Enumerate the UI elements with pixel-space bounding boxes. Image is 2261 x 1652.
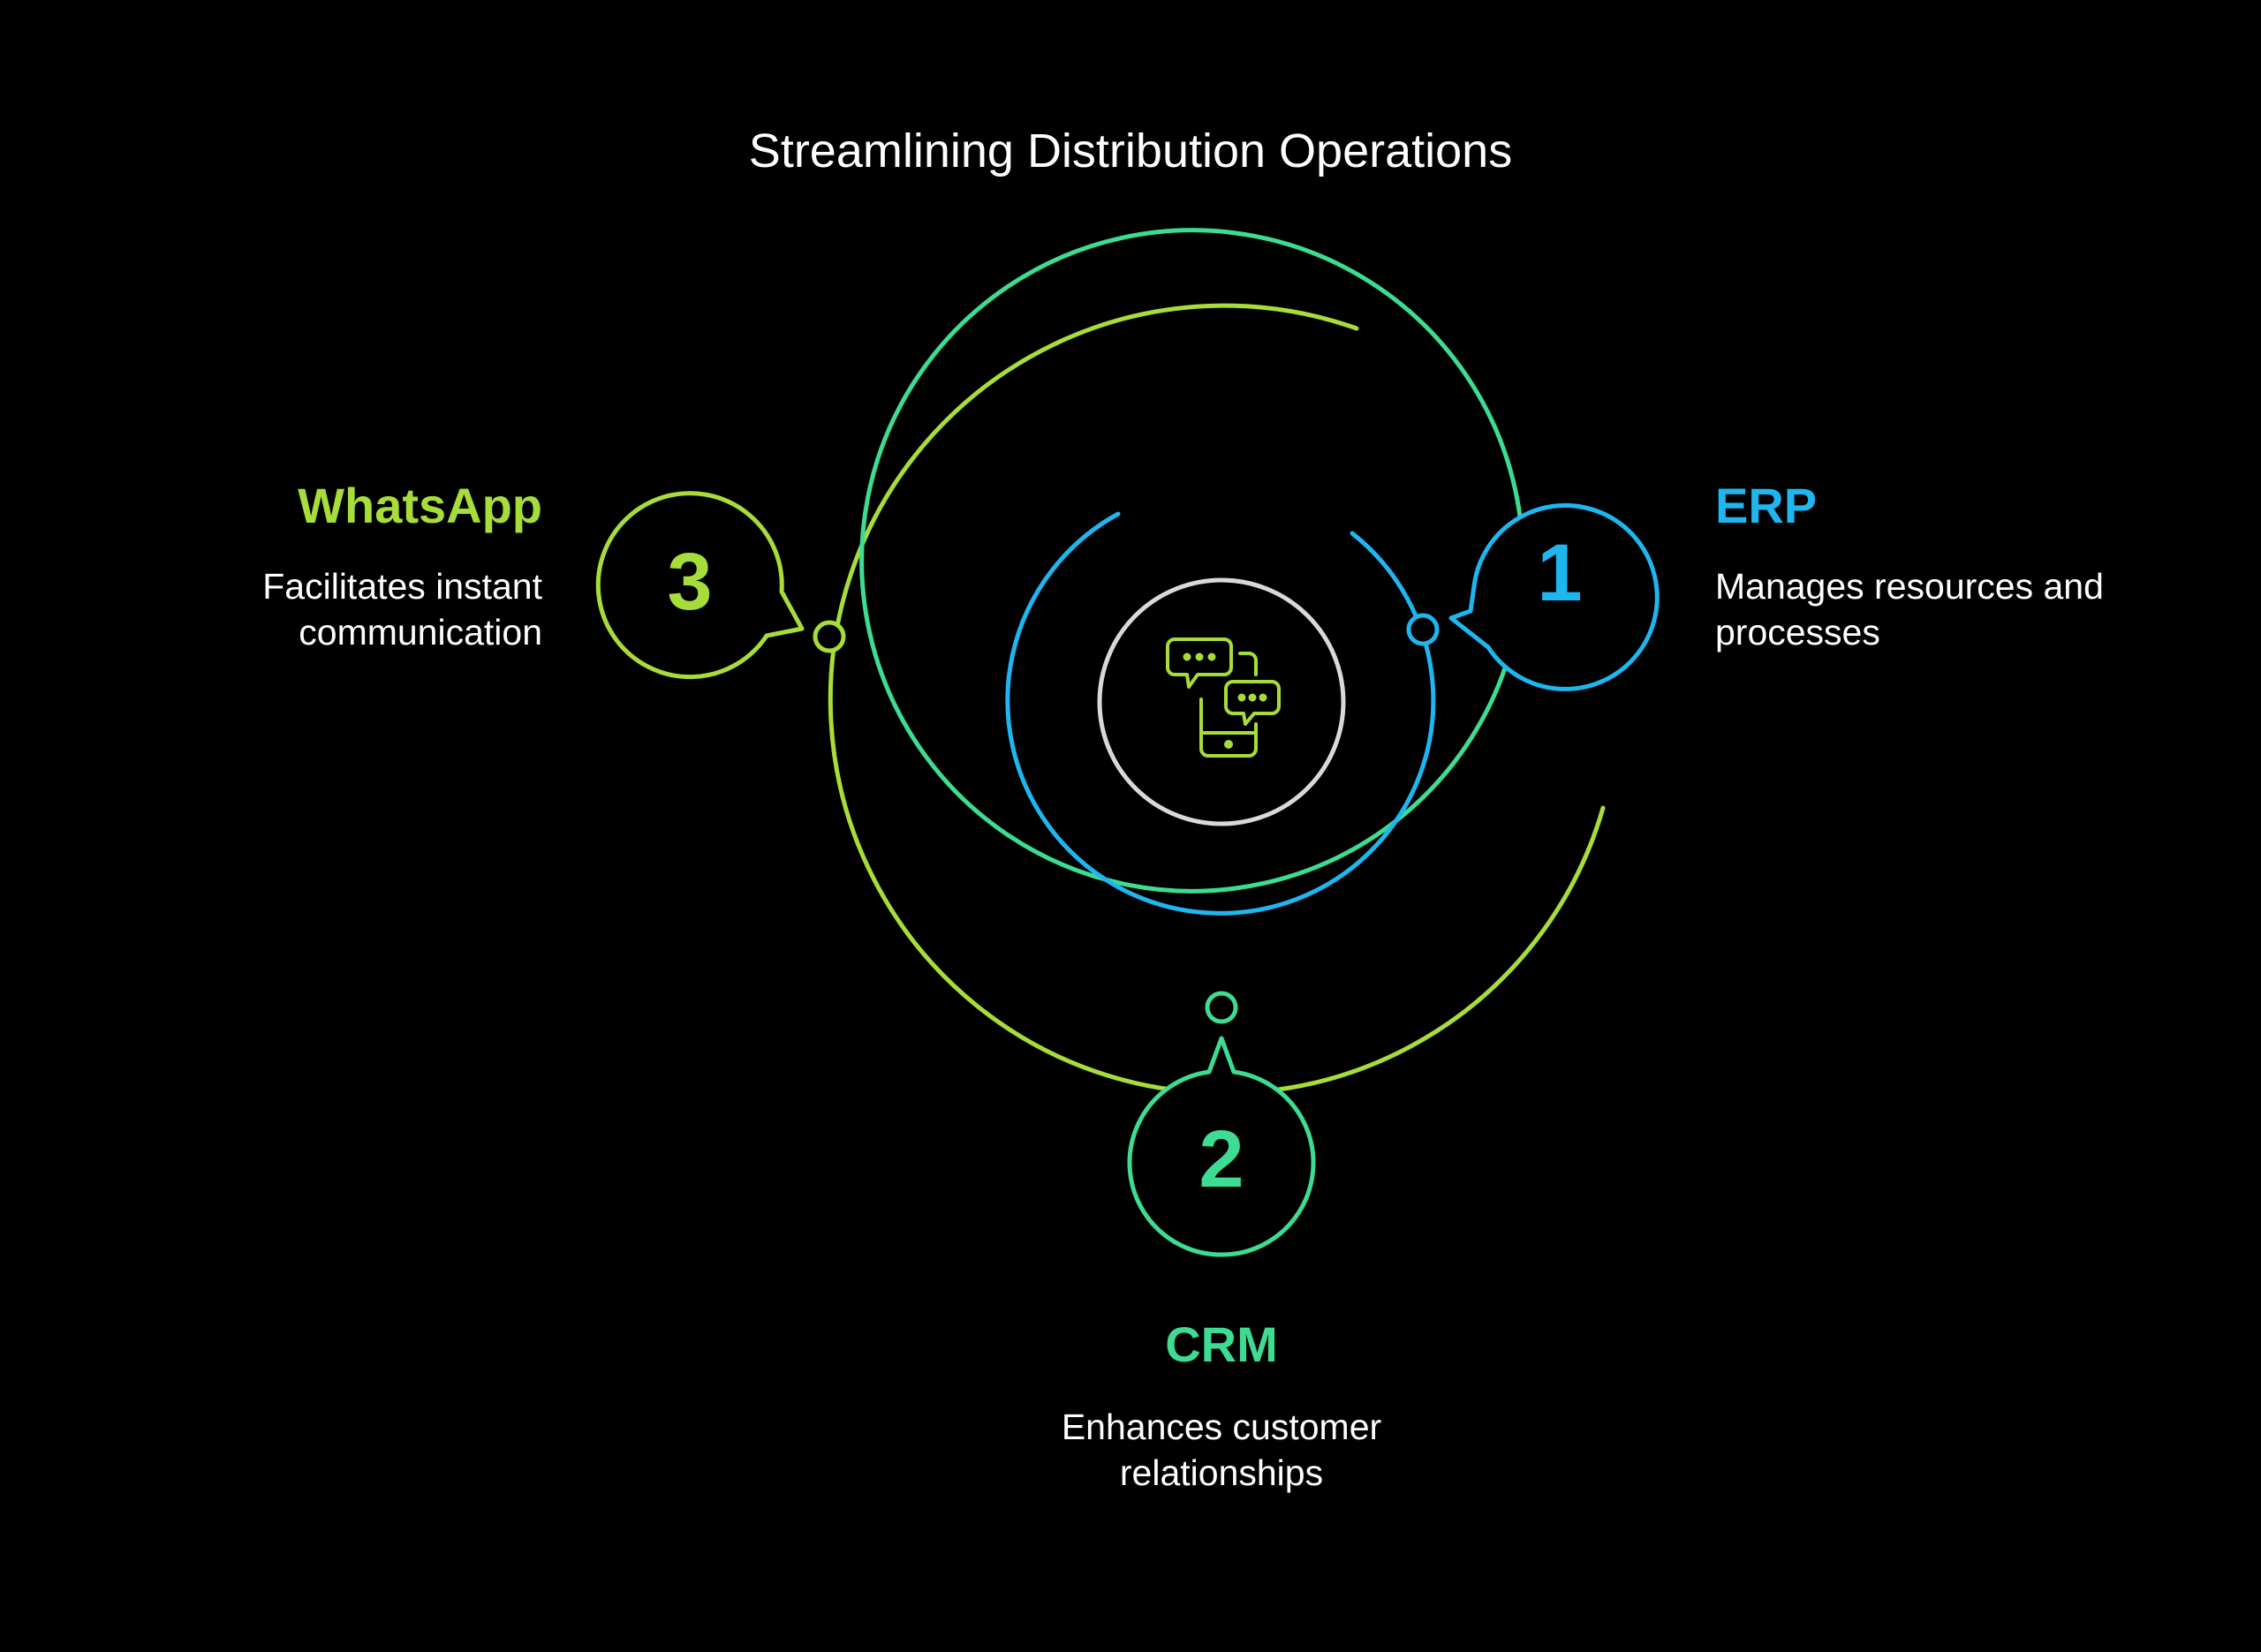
step-number-2: 2 xyxy=(1199,1114,1244,1204)
center-ring xyxy=(1097,577,1346,826)
orbit-ring-crm xyxy=(859,228,1525,894)
step-bubble-erp xyxy=(1406,502,1660,691)
orbit-ring-whatsapp xyxy=(828,303,1606,1096)
description-erp-line-1: Manages resources and xyxy=(1715,566,2104,607)
description-crm: Enhances customer relationships xyxy=(957,1404,1486,1496)
description-whatsapp-line-1: Facilitates instant xyxy=(262,566,542,607)
description-crm-line-2: relationships xyxy=(1119,1452,1324,1493)
description-erp-line-2: processes xyxy=(1715,612,1880,653)
diagram-title: Streamlining Distribution Operations xyxy=(748,124,1513,177)
connector-dot-erp xyxy=(1406,613,1440,646)
connector-dot-crm xyxy=(1205,991,1238,1024)
step-number-3: 3 xyxy=(667,537,712,627)
description-whatsapp-line-2: communication xyxy=(299,612,542,653)
chat-smartphone-icon xyxy=(1166,637,1281,758)
description-whatsapp: Facilitates instant communication xyxy=(262,563,542,655)
description-erp: Manages resources and processes xyxy=(1715,563,2104,655)
step-bubble-crm xyxy=(1127,991,1316,1257)
orbit-ring-erp xyxy=(1005,511,1436,916)
step-bubble-whatsapp xyxy=(595,491,846,680)
connector-dot-whatsapp xyxy=(813,620,846,653)
heading-whatsapp: WhatsApp xyxy=(298,478,542,533)
step-number-1: 1 xyxy=(1537,528,1582,618)
description-crm-line-1: Enhances customer xyxy=(1061,1407,1382,1447)
heading-crm: CRM xyxy=(1165,1316,1278,1372)
heading-erp: ERP xyxy=(1715,478,1818,533)
